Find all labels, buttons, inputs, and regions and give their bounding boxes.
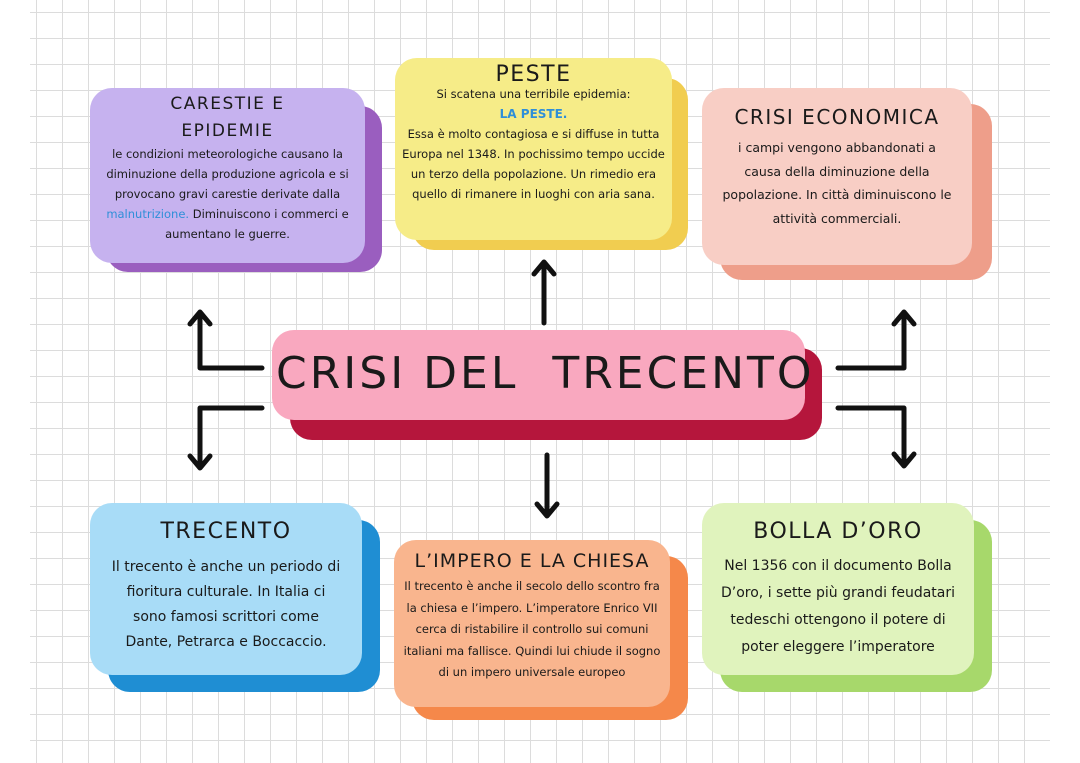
peste-text: Essa è molto contagiosa e si diffuse in … <box>402 127 665 201</box>
impero-title: L’IMPERO E LA CHIESA <box>414 550 650 572</box>
arrow-to-impero <box>534 452 560 519</box>
crisi-economica-title: CRISI ECONOMICA <box>734 105 940 129</box>
peste-intro: Si scatena una terribile epidemia: <box>436 87 631 101</box>
arrow-to-crisi-economica <box>835 309 917 371</box>
right-margin <box>1050 0 1080 763</box>
peste-highlight: LA PESTE. <box>499 107 568 121</box>
carestie-text: le condizioni meteorologiche causano la … <box>106 147 349 241</box>
bolla-title: BOLLA D’ORO <box>753 519 923 544</box>
left-margin <box>0 0 30 763</box>
carestie-title-2: EPIDEMIE <box>181 121 274 141</box>
carestie-title-1: CARESTIE E <box>170 94 285 114</box>
arrow-to-carestie <box>187 309 265 371</box>
trecento-title: TRECENTO <box>160 519 292 544</box>
impero-text: Il trecento è anche il secolo dello scon… <box>403 579 661 679</box>
crisi-economica-text: i campi vengono abbandonati a causa dell… <box>722 140 952 226</box>
center-title: CRISI DEL TRECENTO <box>276 348 815 399</box>
bolla-text: Nel 1356 con il documento Bolla D’oro, i… <box>720 558 955 655</box>
arrow-to-peste <box>531 259 557 326</box>
peste-title: PESTE <box>495 62 572 87</box>
trecento-text: Il trecento è anche un periodo di fiorit… <box>111 559 341 650</box>
arrow-to-trecento <box>187 405 265 471</box>
arrow-to-bolla <box>835 405 917 469</box>
